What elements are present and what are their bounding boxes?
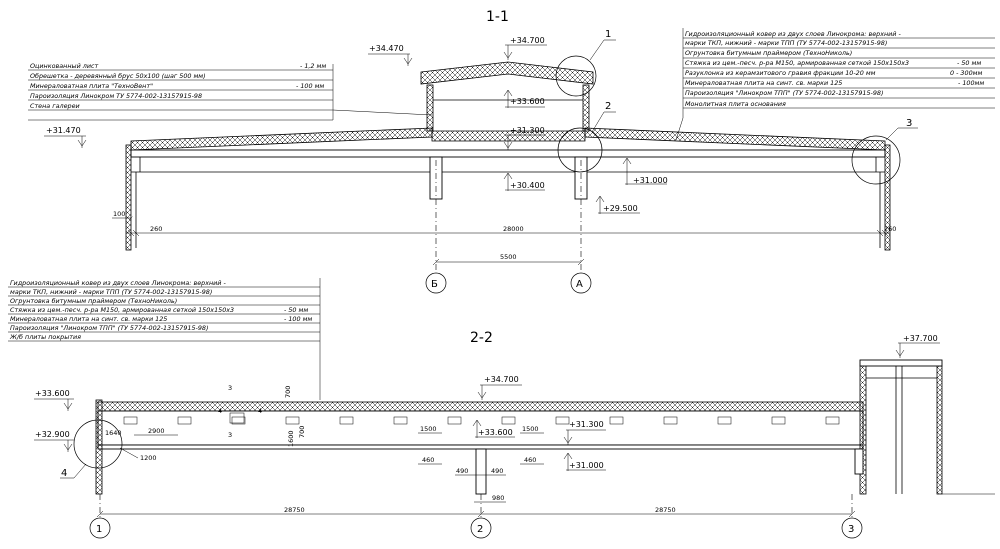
dim2-28750-b: 28750 xyxy=(655,506,676,514)
dimensions-section-1: 100 260 28000 260 5500 xyxy=(112,210,896,266)
elev-34470: +34.470 xyxy=(369,44,404,53)
mark-4-b: 4 xyxy=(258,407,262,415)
elev2-33600-center: +33.600 xyxy=(478,428,513,437)
dim-5500: 5500 xyxy=(500,253,517,261)
mark-3-b: 3 xyxy=(228,431,232,439)
mark-3-a: 3 xyxy=(228,384,232,392)
note-right-3-value: - 50 мм xyxy=(957,59,981,67)
note-right-1: марки ТКП, нижний - марки ТПП (ТУ 5774-0… xyxy=(685,39,887,47)
dim2-1640: 1640 xyxy=(105,429,122,437)
callout-1: 1 xyxy=(605,29,611,40)
dim-100: 100 xyxy=(113,210,125,218)
dimensions-section-2: 2900 1640 1200 700 1600 700 1500 1500 46… xyxy=(96,384,856,518)
section-2-2-title: 2-2 xyxy=(470,330,493,346)
elev2-32900: +32.900 xyxy=(35,430,70,439)
elev-33600: +33.600 xyxy=(510,97,545,106)
note-left-3: Пароизоляция Линокром ТУ 5774-002-131579… xyxy=(30,92,202,100)
axis-2: 2 xyxy=(477,524,483,535)
dim-260-left: 260 xyxy=(150,225,162,233)
note-2-3: Стяжка из цем.-песч. р-ра М150, армирова… xyxy=(10,306,234,314)
dim2-1500-b: 1500 xyxy=(522,425,539,433)
callout-3: 3 xyxy=(906,118,912,129)
note-right-0: Гидроизоляционный ковер из двух слоев Ли… xyxy=(685,30,901,38)
axis-1: 1 xyxy=(96,524,102,535)
roof-section-1 xyxy=(125,61,891,251)
callout-4: 4 xyxy=(61,468,67,479)
axis-3: 3 xyxy=(848,524,854,535)
callout-2: 2 xyxy=(605,101,611,112)
note-right-4: Разуклонка из керамзитового гравия фракц… xyxy=(685,69,876,77)
dim2-700-a: 700 xyxy=(284,386,292,398)
elev-29500: +29.500 xyxy=(603,204,638,213)
elev-31470: +31.470 xyxy=(46,126,81,135)
elev-30400: +30.400 xyxy=(510,181,545,190)
dim-260-right: 260 xyxy=(884,225,896,233)
elev2-34700: +34.700 xyxy=(484,375,519,384)
dim2-1200: 1200 xyxy=(140,454,157,462)
note-right-7: Монолитная плита основания xyxy=(685,100,786,108)
callouts-section-1: 1 2 3 xyxy=(555,29,918,185)
axis-A: А xyxy=(576,279,583,290)
notes-right-box: Гидроизоляционный ковер из двух слоев Ли… xyxy=(675,28,995,141)
axis-B: Б xyxy=(431,279,438,290)
elevations-section-1: +34.470 +34.700 +33.600 +31.470 +31.300 … xyxy=(44,36,668,214)
note-right-3: Стяжка из цем.-песч. р-ра М150, армирова… xyxy=(685,59,909,67)
note-right-4-value: 0 - 300мм xyxy=(950,69,982,77)
dim2-1600: 1600 xyxy=(287,430,295,447)
slab-openings xyxy=(123,416,840,425)
section-1-1-title: 1-1 xyxy=(486,9,509,25)
note-right-5-value: - 100мм xyxy=(958,79,984,87)
axes-section-1: Б А xyxy=(425,160,592,294)
note-left-2-value: - 100 мм xyxy=(296,82,324,90)
note-left-0: Оцинкованный лист xyxy=(30,62,99,70)
roof-section-2 xyxy=(95,359,995,495)
dim2-460-a: 460 xyxy=(422,456,434,464)
note-2-0: Гидроизоляционный ковер из двух слоев Ли… xyxy=(10,279,226,287)
note-left-2: Минераловатная плита "ТехноВент" xyxy=(30,82,153,90)
notes-section-2-box: Гидроизоляционный ковер из двух слоев Ли… xyxy=(8,278,321,400)
note-left-0-value: - 1,2 мм xyxy=(300,62,326,70)
section-2-2: 2-2 Гидроизоляционный ковер из двух слое… xyxy=(8,278,995,539)
note-left-4: Стена галереи xyxy=(30,102,80,110)
elev2-33600-left: +33.600 xyxy=(35,389,70,398)
mark-4-a: 4 xyxy=(218,407,222,415)
dim2-2900: 2900 xyxy=(148,427,165,435)
note-2-1: марки ТКП, нижний - марки ТПП (ТУ 5774-0… xyxy=(10,288,212,296)
elev-34700: +34.700 xyxy=(510,36,545,45)
elev2-37700: +37.700 xyxy=(903,334,938,343)
elev-31300: +31.300 xyxy=(510,126,545,135)
section-1-1: 1-1 Оцинкованный лист - 1,2 мм Обрешетка… xyxy=(28,9,995,294)
notes-left-box: Оцинкованный лист - 1,2 мм Обрешетка - д… xyxy=(28,62,433,121)
note-2-4-value: - 100 мм xyxy=(284,315,312,323)
dim2-490-a: 490 xyxy=(456,467,468,475)
elev-31000: +31.000 xyxy=(633,176,668,185)
elev2-31300: +31.300 xyxy=(569,420,604,429)
note-2-4: Минераловатная плита на синт. св. марки … xyxy=(10,315,167,323)
elev2-31000: +31.000 xyxy=(569,461,604,470)
dim2-1500-a: 1500 xyxy=(420,425,437,433)
dim2-28750-a: 28750 xyxy=(284,506,305,514)
dim2-460-b: 460 xyxy=(524,456,536,464)
note-right-6: Пароизоляция "Линокром ТПП" (ТУ 5774-002… xyxy=(685,89,883,97)
note-2-6: Ж/б плиты покрытия xyxy=(9,333,81,341)
dim2-980: 980 xyxy=(492,494,504,502)
dim2-490-b: 490 xyxy=(491,467,503,475)
note-left-1: Обрешетка - деревянный брус 50х100 (шаг … xyxy=(30,72,206,80)
callouts-section-2: 4 xyxy=(60,419,123,479)
elevations-section-2: +37.700 +34.700 +33.600 +32.900 +33.600 … xyxy=(34,334,940,471)
dim2-700-b: 700 xyxy=(298,426,306,438)
note-right-5: Минераловатная плита на синт. св. марки … xyxy=(685,79,842,87)
note-2-2: Огрунтовка битумным праймером (ТехноНико… xyxy=(10,297,177,305)
dim-28000: 28000 xyxy=(503,225,524,233)
note-2-5: Пароизоляция "Линокром ТПП" (ТУ 5774-002… xyxy=(10,324,208,332)
note-2-3-value: - 50 мм xyxy=(284,306,308,314)
note-right-2: Огрунтовка битумным праймером (ТехноНико… xyxy=(685,49,852,57)
axes-section-2: 1 2 3 xyxy=(89,494,863,539)
